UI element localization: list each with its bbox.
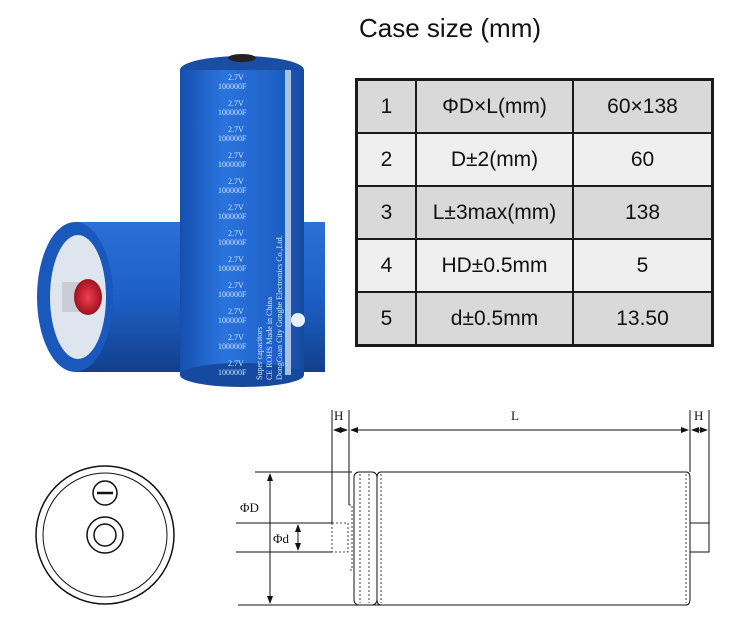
inner-rim [42,472,168,598]
capacitance-label: 100000F [218,108,247,117]
capacitance-label: 100000F [218,316,247,325]
label-h-right: H [694,408,703,423]
standing-capacitor: 2.7V100000F2.7V100000F2.7V100000F2.7V100… [180,54,305,387]
row-value: 60 [572,132,714,187]
label-phi-d-outer: ΦD [240,500,259,515]
voltage-label: 2.7V [228,255,244,264]
row-value: 5 [572,238,714,293]
capacitance-label: 100000F [218,290,247,299]
left-terminal [331,522,349,553]
row-index: 4 [355,238,417,293]
capacitance-label: 100000F [218,264,247,273]
rating-labels: 2.7V100000F2.7V100000F2.7V100000F2.7V100… [218,73,247,377]
row-parameter: d±0.5mm [415,291,574,347]
row-value: 138 [572,185,714,240]
label-phi-d-inner: Φd [273,531,290,546]
capacitance-label: 100000F [218,186,247,195]
capacitance-label: 100000F [218,368,247,377]
voltage-label: 2.7V [228,177,244,186]
row-index: 5 [355,291,417,347]
row-value: 13.50 [572,291,714,347]
end-cap [353,471,378,606]
voltage-label: 2.7V [228,333,244,342]
label-h-left: H [334,408,343,423]
row-index: 1 [355,78,417,134]
voltage-label: 2.7V [228,281,244,290]
page-title: Case size (mm) [359,13,542,43]
row-index: 3 [355,185,417,240]
maker-label: DongGuan City Gonghe Electronics Co.,Ltd… [275,235,284,380]
capacitance-label: 100000F [218,134,247,143]
side-view [236,410,710,606]
standing-capacitor-body [180,70,304,375]
capacitance-label: 100000F [218,238,247,247]
voltage-label: 2.7V [228,73,244,82]
type-label: Super capacitors [255,327,264,380]
voltage-label: 2.7V [228,125,244,134]
body [376,471,691,606]
certs-label: CE ROHS Made in China [265,296,274,380]
capacitance-label: 100000F [218,82,247,91]
voltage-label: 2.7V [228,99,244,108]
voltage-label: 2.7V [228,359,244,368]
voltage-label: 2.7V [228,203,244,212]
end-view [35,465,175,605]
capacitance-label: 100000F [218,342,247,351]
row-value: 60×138 [572,78,714,134]
terminal-outer [86,516,124,554]
top-terminal-icon [228,54,256,62]
terminal-inner [93,523,117,547]
voltage-label: 2.7V [228,151,244,160]
row-index: 2 [355,132,417,187]
capacitance-label: 100000F [218,212,247,221]
logo-icon [291,313,305,327]
red-terminal-icon [74,279,102,315]
capacitor-photo: 2.7V100000F2.7V100000F2.7V100000F2.7V100… [37,54,325,387]
right-terminal [689,522,710,553]
row-parameter: ΦD×L(mm) [415,78,574,134]
capacitance-label: 100000F [218,160,247,169]
minus-icon [92,480,118,506]
voltage-label: 2.7V [228,229,244,238]
row-parameter: D±2(mm) [415,132,574,187]
label-l: L [511,408,519,423]
voltage-label: 2.7V [228,307,244,316]
row-parameter: L±3max(mm) [415,185,574,240]
outer-rim [35,465,175,605]
row-parameter: HD±0.5mm [415,238,574,293]
